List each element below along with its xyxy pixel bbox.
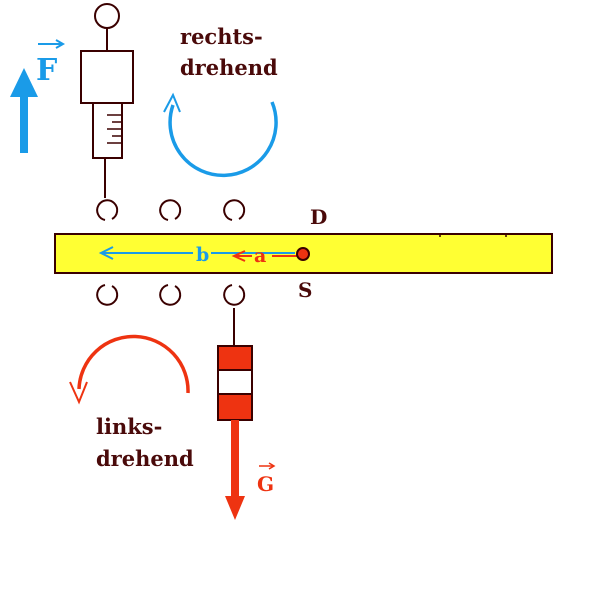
center-s-label: S bbox=[298, 278, 312, 302]
force-g-label: G bbox=[257, 472, 274, 496]
hook-icon bbox=[96, 284, 246, 306]
pivot-d-label: D bbox=[310, 205, 327, 229]
force-f-arrow bbox=[10, 68, 38, 153]
vector-arrow-f-icon bbox=[38, 39, 66, 49]
lever-arm-b-label: b bbox=[196, 244, 209, 266]
lever-arm-a-label: a bbox=[254, 245, 266, 267]
spring-scale-icon bbox=[80, 3, 134, 198]
hanging-weight-icon bbox=[217, 308, 253, 421]
rotation-right-label-line2: drehend bbox=[180, 55, 278, 80]
clockwise-rotation-icon bbox=[163, 92, 278, 178]
lever-arm-a bbox=[231, 250, 298, 262]
counterclockwise-rotation-icon bbox=[69, 334, 190, 405]
rotation-right-label-line1: rechts- bbox=[180, 24, 263, 49]
lever-arm-b bbox=[98, 246, 295, 260]
force-g-arrow bbox=[225, 420, 245, 520]
hook-icon bbox=[96, 199, 246, 221]
vector-arrow-g-icon bbox=[259, 462, 276, 470]
rotation-left-label-line2: drehend bbox=[96, 446, 194, 471]
rotation-left-label-line1: links- bbox=[96, 414, 162, 439]
pivot-point bbox=[296, 247, 310, 261]
force-f-label: F bbox=[36, 53, 57, 88]
